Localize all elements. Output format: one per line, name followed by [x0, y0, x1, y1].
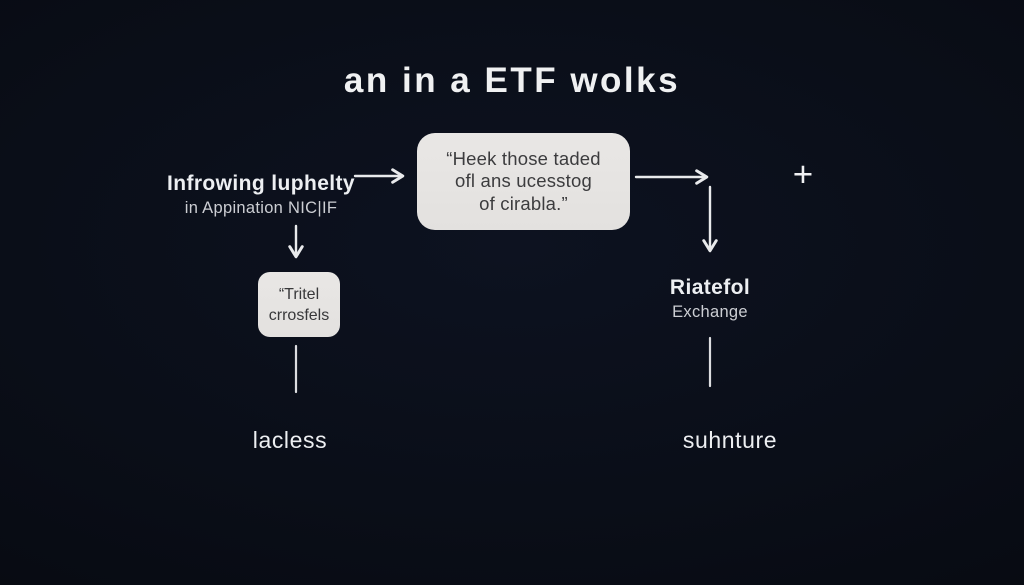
right-label-line2: Exchange [672, 303, 748, 321]
node-small-box: “Tritel crrosfels [258, 272, 340, 337]
center-box-line3: of cirabla.” [479, 192, 568, 214]
node-left-label: Infrowing luphelty in Appination NIC|IF [131, 172, 391, 218]
small-box-line2: crrosfels [268, 306, 330, 324]
left-label-line2: in Appination NIC|IF [184, 199, 338, 217]
bottom-right-label: suhnture [682, 427, 778, 453]
node-right-label: Riatefol Exchange [630, 276, 790, 322]
center-box-line1: “Heek those taded [446, 147, 601, 169]
node-center-box: “Heek those taded ofl ans ucesstog of ci… [417, 133, 630, 230]
bottom-left-label: lacless [252, 427, 328, 453]
plus-icon: + [792, 155, 814, 194]
center-box-line2: ofl ans ucesstog [455, 170, 592, 192]
diagram-title: an in a ETF wolks [343, 61, 681, 100]
small-box-line1: “Tritel [278, 285, 320, 303]
right-label-line1: Riatefol [669, 276, 751, 299]
left-label-line1: Infrowing luphelty [166, 172, 356, 195]
